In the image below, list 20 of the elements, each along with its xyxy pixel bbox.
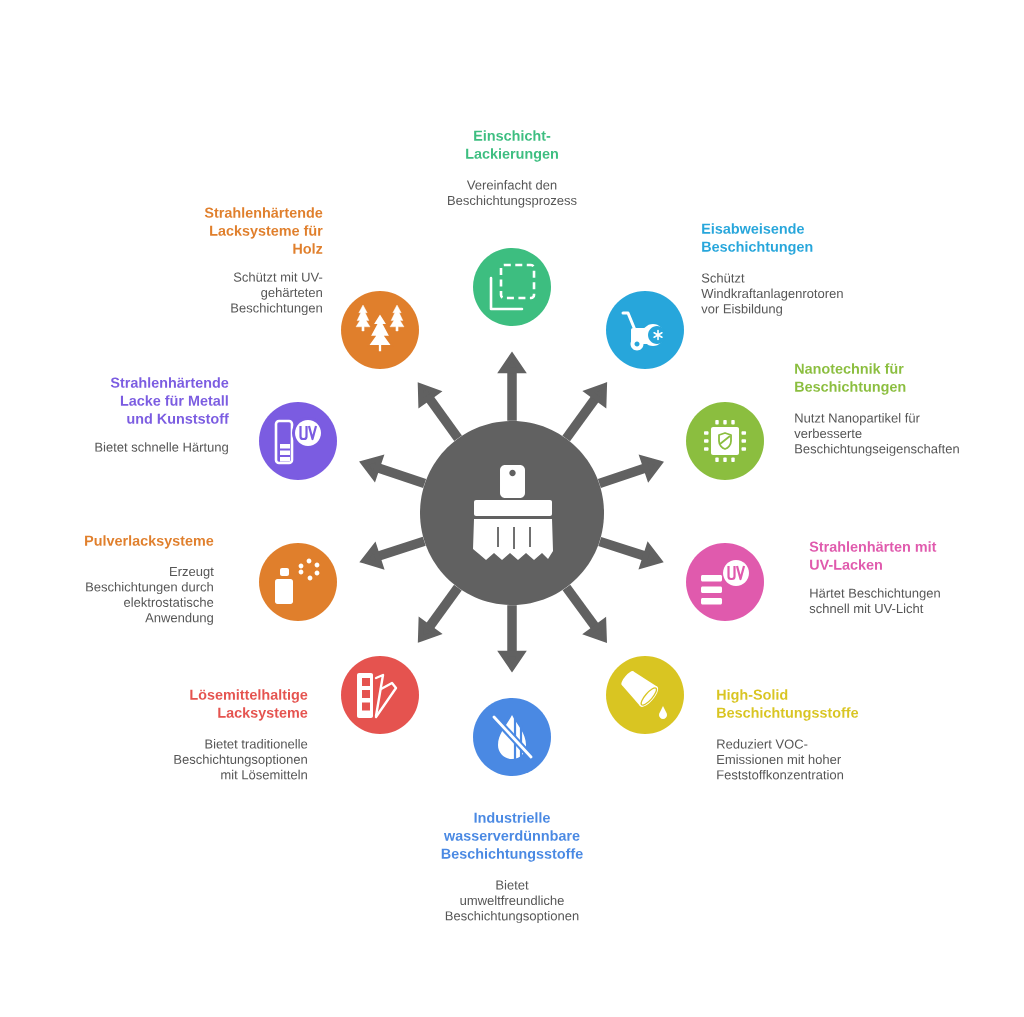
- category-heading: Strahlenhärtende Lacke für Metall und Kunststoff: [110, 377, 229, 424]
- description-text: Bietet schnelle Härtung: [95, 442, 228, 455]
- category-heading: Pulverlacksysteme: [85, 535, 214, 549]
- category-heading: Einschicht-Lackierungen: [466, 130, 558, 162]
- category-heading: Strahlenhärten mit UV-Lacken: [809, 541, 937, 570]
- description-text: Schützt Windkraftanlagenrotoren vor Eisbildung: [701, 273, 843, 316]
- description-text: Bietet traditionelle Beschichtungsoptionen mit Lösemitteln: [174, 739, 308, 780]
- description-text: Reduziert VOC-Emissionen mit hoher Feststoffkonzentration: [717, 739, 844, 780]
- description-text: Schützt mit UV-gehärteten Beschichtungen: [231, 272, 323, 316]
- description-text: Erzeugt Beschichtungen durch elektrostatische Anwendung: [86, 567, 214, 625]
- description-text: Härtet Beschichtungen schnell mit UV-Licht: [809, 588, 940, 614]
- category-heading: Strahlenhärtende Lacksysteme für Holz: [204, 207, 323, 254]
- category-heading: Eisabweisende Beschichtungen: [702, 223, 813, 255]
- description-text: Nutzt Nanopartikel für verbesserte Beschichtungseigenschaften: [794, 413, 959, 456]
- category-heading: Industrielle wasserverdünnbare Beschichtungsstoffe: [441, 812, 583, 862]
- description-text: Bietet umweltfreundliche Beschichtungsoptionen: [445, 880, 579, 923]
- category-heading: Nanotechnik für Beschichtungen: [795, 363, 906, 395]
- category-heading: Lösemittelhaltige Lacksysteme: [190, 689, 308, 721]
- category-heading: High-Solid Beschichtungsstoffe: [717, 689, 859, 721]
- description-text: Vereinfacht den Beschichtungsprozess: [448, 180, 577, 208]
